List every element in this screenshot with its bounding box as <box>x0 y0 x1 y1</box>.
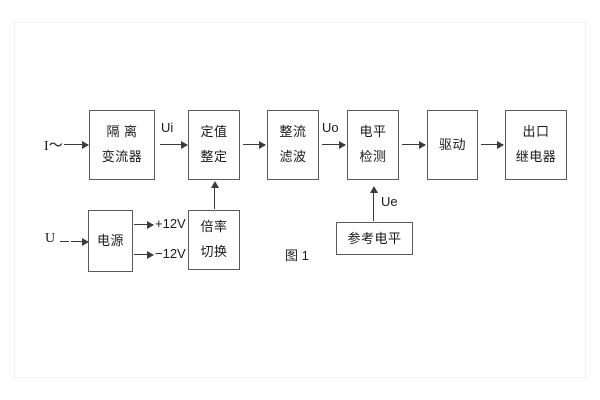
arrow-input-current-to-isolation-ct <box>64 140 89 149</box>
arrow-isolation-ct-to-setting-value <box>160 140 188 149</box>
arrow-level-detect-to-drive <box>402 140 426 149</box>
arrow-drive-to-output-relay <box>481 140 504 149</box>
block-isolation-ct-line-1: 隔 离 <box>106 124 138 140</box>
block-isolation-ct-line-2: 变流器 <box>101 149 143 164</box>
rail-positive-label: +12V <box>155 216 186 231</box>
arrow-rectify-filter-to-level-detect <box>322 140 346 149</box>
block-rectify-filter-line-1: 整流 <box>279 124 307 140</box>
figure-caption: 图 1 <box>285 248 309 263</box>
signal-uo-label: Uo <box>322 120 339 135</box>
arrow-power-supply-rail-positive <box>134 220 154 229</box>
block-multiplier-switch-line-2: 切换 <box>200 244 228 259</box>
block-rectify-filter-line-2: 滤波 <box>279 149 307 164</box>
block-drive-line-1: 驱动 <box>438 137 466 153</box>
arrow-setting-value-to-rectify-filter <box>243 140 266 149</box>
block-drive: 驱动 <box>427 110 478 180</box>
block-level-detect-line-1: 电平 <box>359 124 387 140</box>
signal-ue-label: Ue <box>381 194 398 209</box>
block-setting-value: 定值 整定 <box>188 110 240 180</box>
input-voltage-label: U <box>45 231 56 246</box>
block-level-detect: 电平 检测 <box>347 110 399 180</box>
figure-frame <box>14 22 586 378</box>
block-multiplier-switch-line-1: 倍率 <box>200 219 228 235</box>
block-level-detect-line-2: 检测 <box>359 149 387 164</box>
block-isolation-ct: 隔 离 变流器 <box>89 110 155 180</box>
block-reference-level: 参考电平 <box>336 222 413 255</box>
block-power-supply: 电源 <box>88 210 133 272</box>
signal-ui-label: Ui <box>161 120 174 135</box>
block-output-relay-line-1: 出口 <box>522 124 550 140</box>
block-output-relay: 出口 继电器 <box>505 110 567 180</box>
block-power-supply-line-1: 电源 <box>96 233 124 249</box>
arrow-reference-level-to-level-detect <box>369 186 378 221</box>
arrow-power-supply-rail-negative <box>134 250 154 259</box>
block-reference-level-line-1: 参考电平 <box>347 230 402 246</box>
block-output-relay-line-2: 继电器 <box>515 149 557 164</box>
arrow-multiplier-switch-to-setting-value <box>210 181 219 209</box>
rail-negative-label: −12V <box>155 246 186 261</box>
block-setting-value-line-1: 定值 <box>200 124 228 140</box>
arrow-input-voltage-to-power-supply <box>71 237 89 246</box>
block-setting-value-line-2: 整定 <box>200 149 228 164</box>
block-rectify-filter: 整流 滤波 <box>267 110 319 180</box>
lead-input-voltage <box>60 241 69 242</box>
block-multiplier-switch: 倍率 切换 <box>188 210 240 270</box>
input-current-label: I～ <box>44 139 63 154</box>
